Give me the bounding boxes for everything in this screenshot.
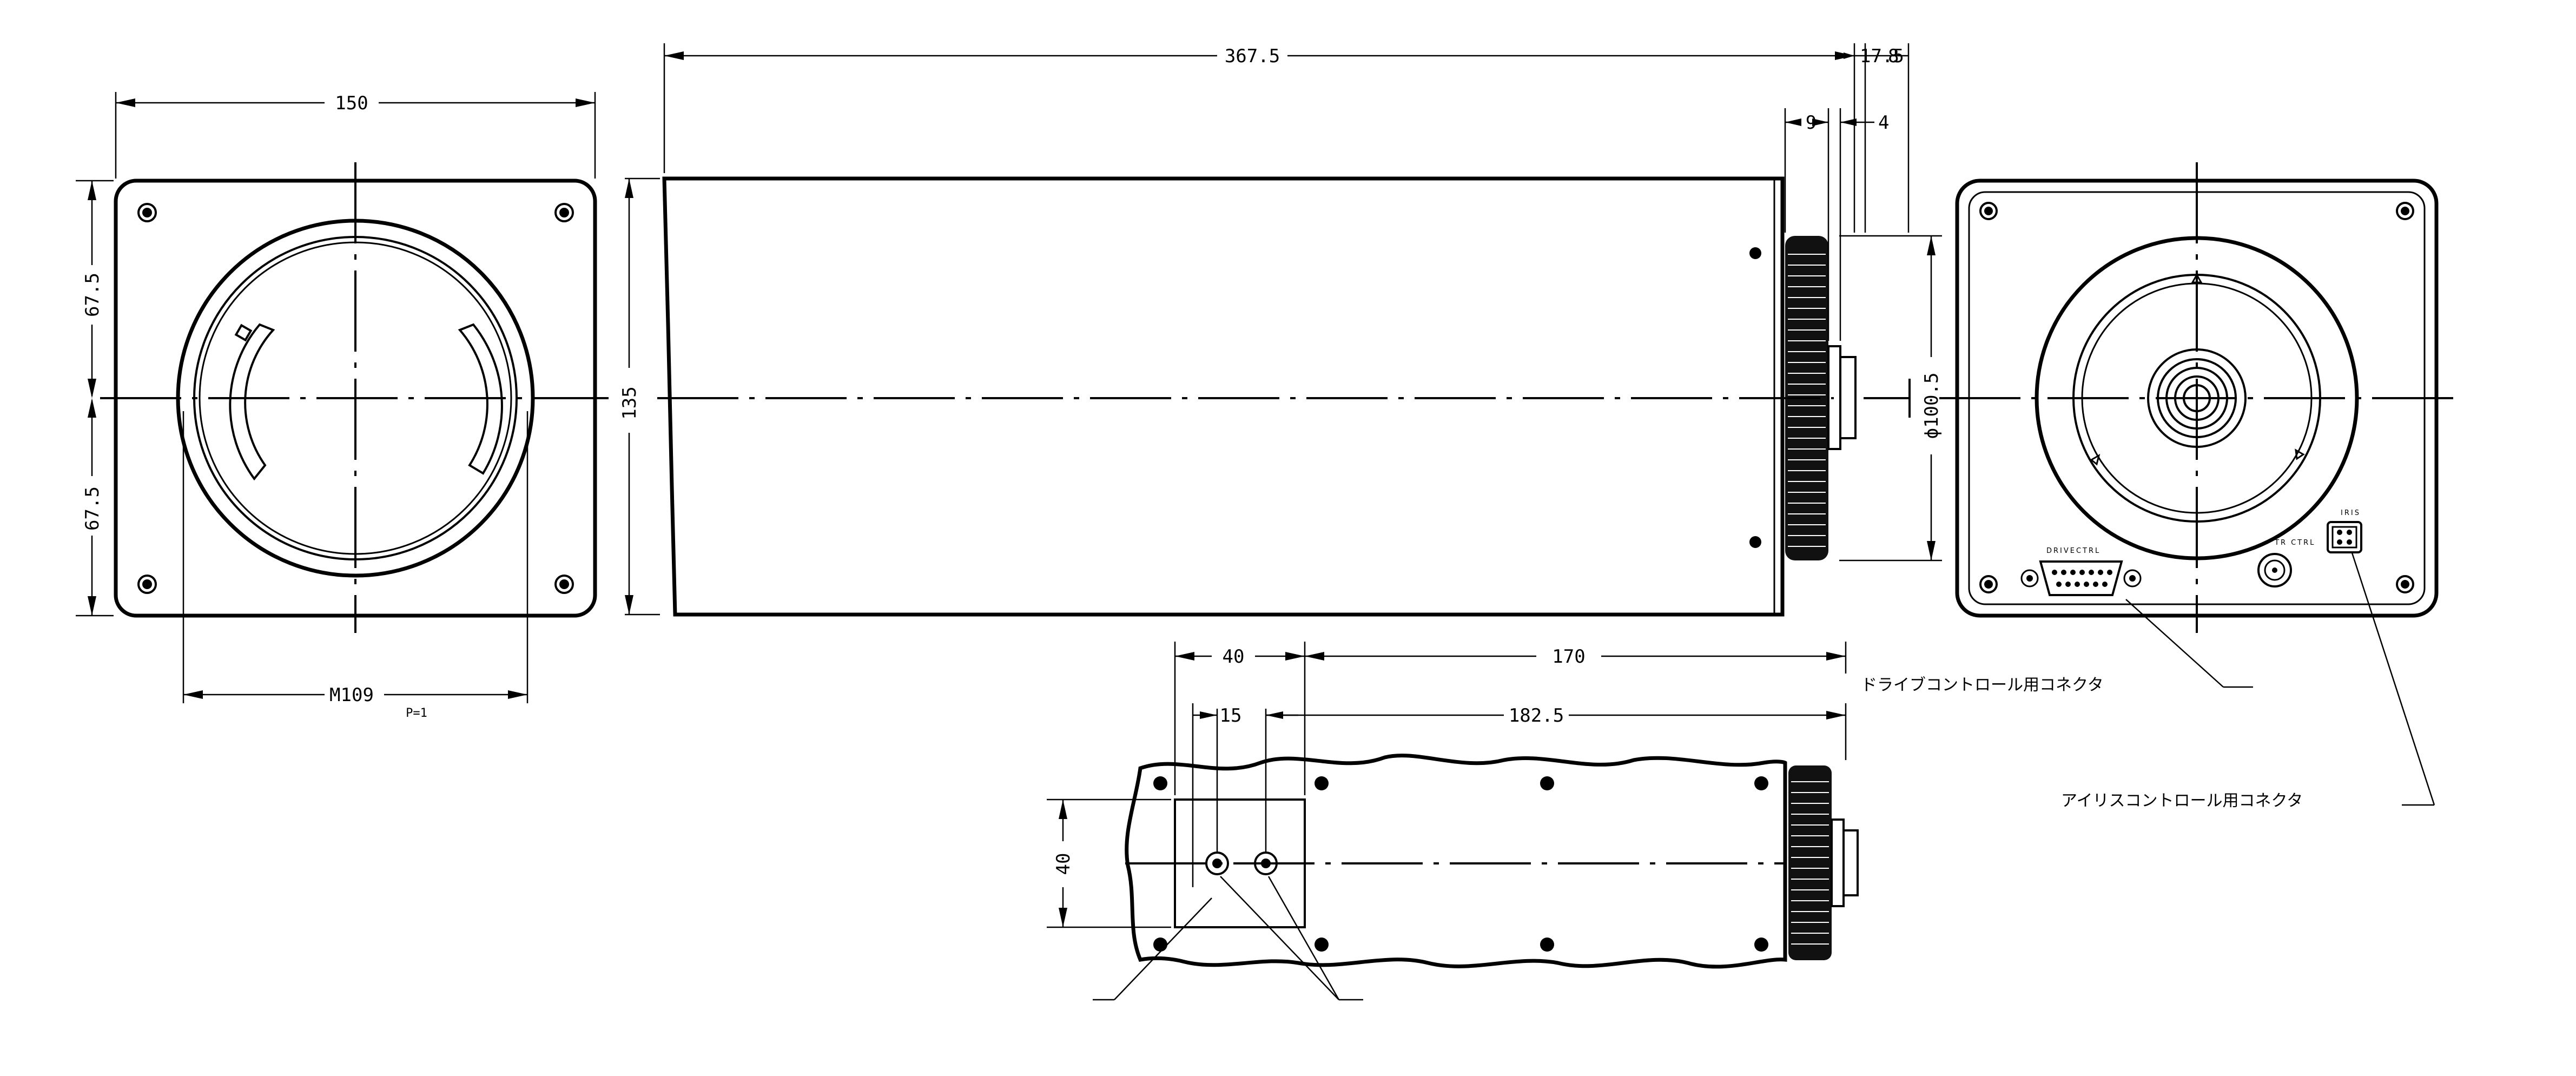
front-screw-br	[554, 575, 574, 594]
trig-connector	[2257, 553, 2292, 587]
ring-width-label: 17.5	[1860, 45, 1904, 67]
ring-diameter-label: ϕ100.5	[1921, 373, 1943, 439]
bottom-total-label: 182.5	[1509, 705, 1564, 727]
bottom-tripod-hole-2	[1254, 851, 1278, 875]
front-screw-tr	[554, 203, 574, 222]
bottom-body-outline	[1125, 754, 1787, 969]
bottom-hole-pitch-label: 40	[1223, 646, 1245, 668]
front-lower-half-label: 67.5	[82, 486, 103, 531]
front-screw-bl	[137, 575, 157, 594]
front-index-mark	[234, 324, 253, 342]
front-upper-half-label: 67.5	[82, 273, 103, 317]
flange-thickness-label: 4	[1878, 112, 1889, 134]
bottom-focus-ring	[1788, 765, 1832, 960]
side-view	[657, 176, 1911, 617]
side-screw-top	[1749, 247, 1761, 259]
front-bayonet-slot-left	[229, 323, 275, 481]
front-dimensions: 150 67.5 67.5 M109 P=1	[76, 92, 596, 720]
side-flange	[1827, 345, 1841, 450]
side-screw-bottom	[1749, 536, 1761, 548]
front-view	[100, 162, 609, 633]
drive-connector-label: DRIVECTRL	[2046, 547, 2101, 555]
rear-view: DRIVECTRL TR CTRL IRIS	[1939, 162, 2456, 633]
front-bayonet-slot-right	[458, 323, 503, 475]
bottom-dimensions: 40 170 15 182.5 40	[1047, 642, 1847, 928]
bottom-hole-spacing-label: 15	[1220, 705, 1242, 727]
flange-offset-label: 8	[1888, 45, 1899, 67]
iris-connector	[2327, 521, 2362, 553]
body-length-label: 367.5	[1225, 45, 1280, 67]
front-thread-pitch-label: P=1	[406, 707, 427, 720]
drive-connector-note: ドライブコントロール用コネクタ	[1861, 676, 2104, 695]
front-screw-tl	[137, 203, 157, 222]
front-width-label: 150	[335, 93, 368, 114]
bottom-to-end-label: 170	[1552, 646, 1585, 668]
body-height-label: 135	[619, 386, 640, 419]
trig-connector-label: TR CTRL	[2274, 539, 2315, 547]
front-thread-label: M109	[329, 684, 374, 706]
bottom-view	[1093, 754, 1859, 1001]
iris-connector-label: IRIS	[2341, 509, 2361, 517]
side-dimensions: 367.5 17.5 8 9 4 135 ϕ100.5	[619, 43, 1943, 616]
bottom-tripod-hole-1	[1205, 851, 1229, 875]
iris-connector-note: アイリスコントロール用コネクタ	[2061, 791, 2303, 810]
side-body	[662, 176, 1785, 617]
rear-annotations: ドライブコントロール用コネクタ アイリスコントロール用コネクタ	[1861, 552, 2435, 810]
bottom-plate-width-label: 40	[1053, 853, 1074, 875]
drive-connector	[2039, 560, 2123, 596]
ring-inner-label: 9	[1806, 112, 1817, 134]
